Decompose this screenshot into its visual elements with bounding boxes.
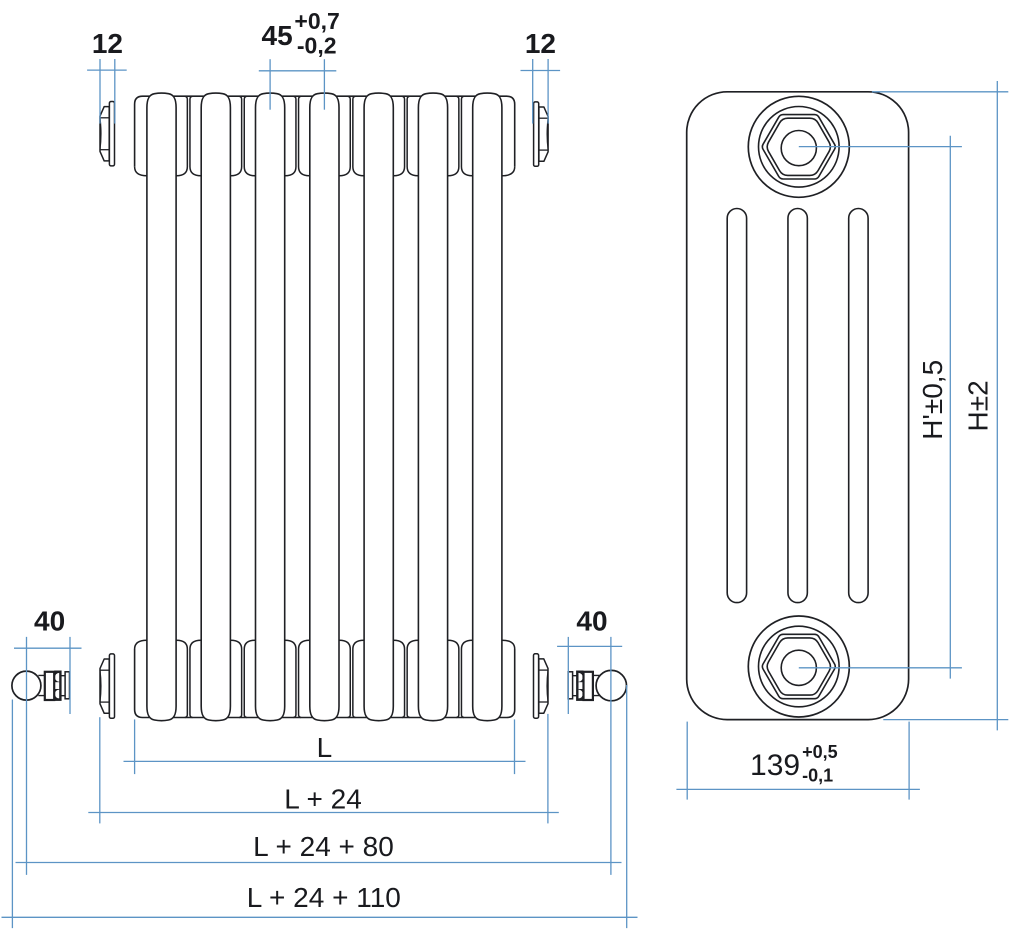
svg-text:-0,1: -0,1 [802, 765, 833, 785]
svg-text:+0,5: +0,5 [802, 742, 838, 762]
svg-text:H'±0,5: H'±0,5 [917, 360, 948, 440]
svg-text:L + 24 + 110: L + 24 + 110 [247, 882, 401, 913]
svg-text:L: L [317, 732, 333, 763]
svg-text:+0,7: +0,7 [294, 8, 339, 34]
svg-text:40: 40 [34, 606, 65, 637]
svg-text:139: 139 [750, 749, 800, 782]
svg-text:-0,2: -0,2 [297, 33, 337, 59]
svg-text:45: 45 [262, 20, 293, 51]
svg-text:12: 12 [525, 28, 556, 59]
svg-text:L + 24 + 80: L + 24 + 80 [253, 831, 394, 862]
svg-text:H±2: H±2 [963, 380, 994, 431]
svg-text:12: 12 [92, 28, 123, 59]
svg-text:40: 40 [576, 606, 607, 637]
svg-text:L + 24: L + 24 [284, 784, 362, 815]
